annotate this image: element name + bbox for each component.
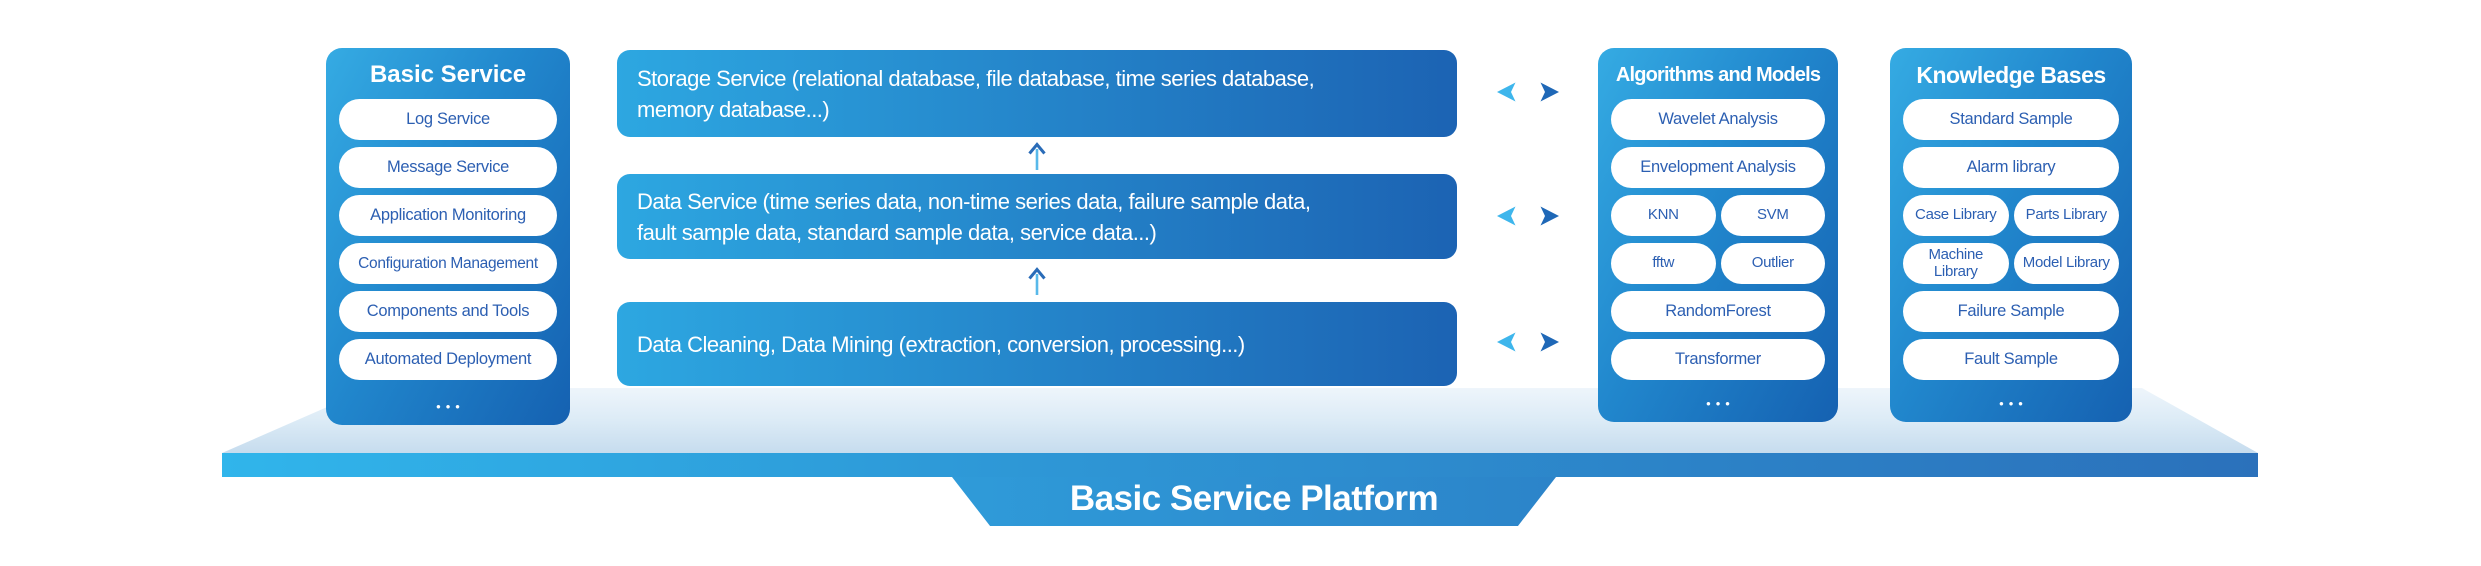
up-arrow-icon [1027, 141, 1047, 171]
pill-row: KNN SVM [1611, 195, 1825, 236]
platform-front-edge [222, 453, 2258, 477]
double-arrow-icon [1496, 330, 1560, 354]
panel-knowledge-title: Knowledge Bases [1916, 62, 2106, 88]
pill-row: Machine Library Model Library [1903, 243, 2119, 284]
pill-row: fftw Outlier [1611, 243, 1825, 284]
pill-automated-deployment: Automated Deployment [339, 339, 557, 380]
pill-envelopment-analysis: Envelopment Analysis [1611, 147, 1825, 188]
pill-case-library: Case Library [1903, 195, 2009, 236]
bar-cleaning-line-1: Data Cleaning, Data Mining (extraction, … [637, 331, 1245, 357]
pill-machine-library: Machine Library [1903, 243, 2009, 284]
panel-basic-service-title: Basic Service [369, 61, 527, 88]
bar-data-line-1: Data Service (time series data, non-time… [637, 188, 1311, 214]
pill-application-monitoring: Application Monitoring [339, 195, 557, 236]
double-arrow-icon [1496, 204, 1560, 228]
platform-title-tab: Basic Service Platform [952, 477, 1556, 526]
panel-algorithms-and-models: Algorithms and Models Wavelet Analysis E… [1598, 48, 1838, 422]
pill-configuration-management: Configuration Management [339, 243, 557, 284]
pill-components-and-tools: Components and Tools [339, 291, 557, 332]
panel-basic-service: Basic Service Log Service Message Servic… [326, 48, 570, 425]
platform-title: Basic Service Platform [1069, 478, 1439, 518]
pill-standard-sample: Standard Sample [1903, 99, 2119, 140]
pill-parts-library: Parts Library [2013, 195, 2119, 236]
panel-knowledge-bases: Knowledge Bases Standard Sample Alarm li… [1890, 48, 2132, 422]
pill-wavelet-analysis: Wavelet Analysis [1611, 99, 1825, 140]
pill-knn: KNN [1611, 195, 1716, 236]
double-arrow-icon [1496, 80, 1560, 104]
pill-row: Case Library Parts Library [1903, 195, 2119, 236]
bar-storage-line-1: Storage Service (relational database, fi… [637, 65, 1315, 91]
more-items-ellipsis: ••• [436, 399, 465, 414]
pill-fftw: fftw [1611, 243, 1716, 284]
panel-algorithms-title: Algorithms and Models [1615, 64, 1821, 86]
more-items-ellipsis: ••• [1999, 396, 2028, 411]
up-arrow-icon [1027, 266, 1047, 296]
pill-log-service: Log Service [339, 99, 557, 140]
pill-randomforest: RandomForest [1611, 291, 1825, 332]
bar-data-service: Data Service (time series data, non-time… [617, 174, 1457, 259]
bar-storage-line-2: memory database...) [637, 96, 830, 122]
pill-message-service: Message Service [339, 147, 557, 188]
bar-data-cleaning: Data Cleaning, Data Mining (extraction, … [617, 302, 1457, 386]
bar-storage-service: Storage Service (relational database, fi… [617, 50, 1457, 137]
pill-transformer: Transformer [1611, 339, 1825, 380]
pill-svm: SVM [1720, 195, 1825, 236]
more-items-ellipsis: ••• [1706, 396, 1735, 411]
pill-model-library: Model Library [2013, 243, 2119, 284]
pill-alarm-library: Alarm library [1903, 147, 2119, 188]
pill-failure-sample: Failure Sample [1903, 291, 2119, 332]
pill-outlier: Outlier [1720, 243, 1825, 284]
pill-fault-sample: Fault Sample [1903, 339, 2119, 380]
bar-data-line-2: fault sample data, standard sample data,… [637, 219, 1157, 245]
